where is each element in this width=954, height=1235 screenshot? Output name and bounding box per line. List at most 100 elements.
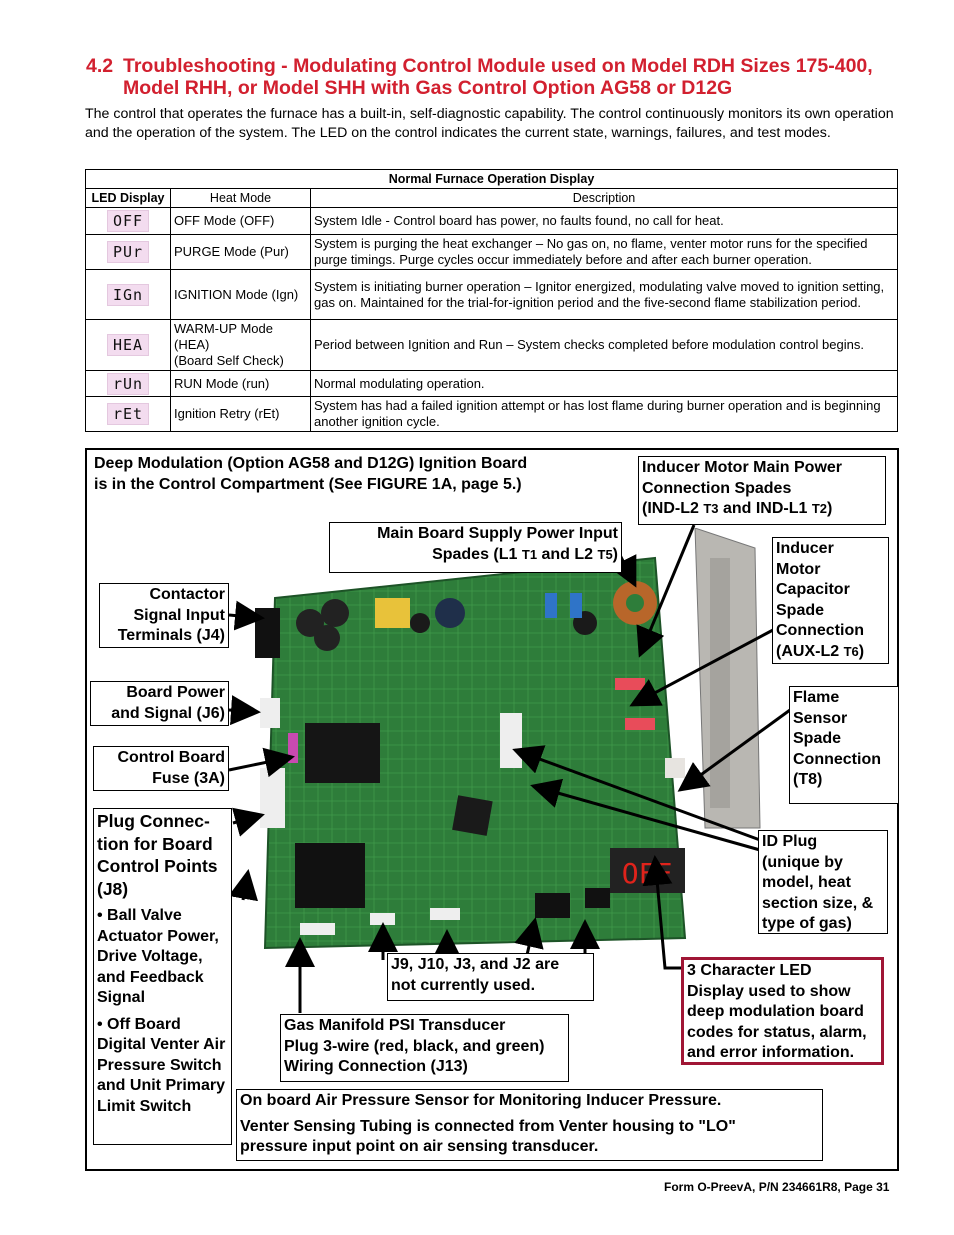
callout-text: ) [827, 500, 833, 517]
callout-text: ) [858, 642, 865, 660]
figure-heading-line: Deep Modulation (Option AG58 and D12G) I… [94, 455, 528, 472]
callout-line: Terminals (J4) [117, 627, 225, 644]
led-segment-icon: rEt [106, 403, 150, 425]
led-segment-icon: rUn [106, 372, 150, 395]
callout-line: Venter Sensing Tubing is connected from … [240, 1117, 736, 1135]
description-cell: System has had a failed ignition attempt… [310, 396, 898, 432]
callout-line: (IND-L2 T3 and IND-L1 T2) [642, 499, 882, 520]
led-segment-icon: PUr [106, 241, 150, 263]
callout-line: J9, J10, J3, and J2 are [391, 956, 560, 973]
figure-frame [85, 448, 899, 1171]
callout-text: Spades (L1 [432, 545, 522, 563]
callout-line: Contactor [149, 586, 225, 603]
callout-line: Control Points [97, 856, 218, 876]
callout-line: ID Plug [762, 833, 818, 850]
callout-text: ) [612, 545, 618, 563]
mode-line: WARM-UP Mode [174, 321, 273, 336]
callout-fuse: Control Board Fuse (3A) [93, 746, 229, 791]
callout-line: (unique by [762, 853, 843, 871]
callout-led-display: 3 Character LED Display used to show dee… [681, 957, 884, 1065]
callout-line: Plug 3-wire (red, black, and green) [284, 1037, 545, 1055]
callout-id-plug: ID Plug (unique by model, heat section s… [758, 830, 888, 934]
callout-line: and error information. [687, 1044, 855, 1061]
callout-line: and Signal (J6) [111, 704, 225, 722]
mode-cell: OFF Mode (OFF) [170, 207, 311, 235]
callout-line: model, heat [762, 874, 851, 891]
callout-line: Connection [793, 750, 881, 768]
mode-cell: WARM-UP Mode (HEA) (Board Self Check) [170, 319, 311, 371]
callout-line: Signal Input [133, 606, 225, 624]
led-segment-icon: OFF [106, 210, 150, 232]
callout-line: not currently used. [391, 976, 536, 994]
table-row: OFF OFF Mode (OFF) System Idle - Control… [85, 207, 898, 235]
table-row: IGn IGNITION Mode (Ign) System is initia… [85, 269, 898, 320]
callout-contactor-j4: Contactor Signal Input Terminals (J4) [99, 583, 229, 648]
callout-text: and IND-L1 [718, 500, 812, 517]
heading-line-1: Troubleshooting - Modulating Control Mod… [123, 55, 873, 77]
callout-line: section size, & [762, 894, 874, 912]
led-cell: rUn [85, 370, 171, 397]
callout-air-pressure-sensor: On board Air Pressure Sensor for Monitor… [236, 1089, 823, 1161]
mode-cell: IGNITION Mode (Ign) [170, 269, 311, 320]
led-cell: OFF [85, 207, 171, 235]
callout-bullet: • Off Board Digital Venter Air Pressure … [97, 1015, 226, 1115]
callout-text: T6 [843, 643, 859, 659]
mode-cell: PURGE Mode (Pur) [170, 234, 311, 270]
callout-line: Inducer [776, 540, 834, 557]
callout-line: Connection [776, 622, 864, 639]
description-cell: System is purging the heat exchanger – N… [310, 234, 898, 270]
callout-line: On board Air Pressure Sensor for Monitor… [240, 1092, 722, 1109]
callout-plug-j8: Plug Connec- tion for Board Control Poin… [93, 808, 232, 1145]
callout-text: and L2 [537, 545, 598, 563]
ignition-board-illustration: OFF [255, 528, 761, 950]
callout-line: Inducer Motor Main Power [642, 459, 843, 476]
callout-line: Fuse (3A) [152, 769, 225, 787]
led-segment-icon: HEA [106, 334, 150, 356]
callout-line: codes for status, alarm, [687, 1023, 867, 1041]
callout-line: Spade [776, 601, 825, 619]
operation-display-table: Normal Furnace Operation Display LED Dis… [85, 169, 898, 432]
description-cell: System is initiating burner operation – … [310, 269, 898, 320]
description-cell: Period between Ignition and Run – System… [310, 319, 898, 371]
led-cell: rEt [85, 396, 171, 432]
callout-line: Spade [793, 730, 842, 747]
figure-heading-line: is in the Control Compartment (See FIGUR… [94, 476, 522, 493]
callout-line: type of gas) [762, 915, 852, 932]
callout-line: Control Board [117, 749, 225, 766]
page-footer: Form O-PreevA, P/N 234661R8, Page 31 [664, 1180, 890, 1194]
callout-line: Sensor [793, 709, 848, 727]
callout-bullet: • Ball Valve Actuator Power, Drive Volta… [97, 907, 219, 1006]
callout-text: T3 [703, 501, 719, 516]
callout-line: Connection Spades [642, 479, 792, 497]
table-row: rEt Ignition Retry (rEt) System has had … [85, 396, 898, 432]
callout-line: Board Power [126, 684, 225, 701]
callout-inducer-main-power: Inducer Motor Main Power Connection Spad… [638, 456, 886, 525]
callout-text: T1 [521, 546, 538, 562]
callout-line: Motor [776, 560, 821, 578]
callout-line: Wiring Connection (J13) [284, 1058, 468, 1075]
led-cell: PUr [85, 234, 171, 270]
intro-paragraph: The control that operates the furnace ha… [85, 106, 894, 141]
led-cell: HEA [85, 319, 171, 371]
heading-line-2: Model RHH, or Model SHH with Gas Control… [123, 77, 733, 99]
callout-line: Gas Manifold PSI Transducer [284, 1017, 506, 1034]
callout-line: (AUX-L2 T6) [776, 642, 885, 663]
callout-gas-manifold-j13: Gas Manifold PSI Transducer Plug 3-wire … [280, 1014, 569, 1082]
callout-line: Display used to show [687, 982, 851, 1000]
led-segment-icon: IGn [106, 283, 150, 306]
callout-capacitor-spade: Inducer Motor Capacitor Spade Connection… [772, 537, 889, 664]
figure-heading: Deep Modulation (Option AG58 and D12G) I… [94, 453, 527, 495]
callout-line: Spades (L1 T1 and L2 T5) [333, 545, 618, 566]
callout-line: deep modulation board [687, 1003, 864, 1020]
section-number: 4.2 [86, 55, 114, 77]
table-row: HEA WARM-UP Mode (HEA) (Board Self Check… [85, 319, 898, 371]
callout-board-power-j6: Board Power and Signal (J6) [90, 681, 229, 726]
table-row: PUr PURGE Mode (Pur) System is purging t… [85, 234, 898, 270]
callout-text: T5 [597, 546, 613, 562]
led-cell: IGn [85, 269, 171, 320]
callout-line: Flame [793, 689, 840, 706]
callout-line: (J8) [97, 878, 129, 899]
callout-line: Main Board Supply Power Input [377, 525, 618, 542]
callout-line: 3 Character LED [687, 962, 812, 979]
